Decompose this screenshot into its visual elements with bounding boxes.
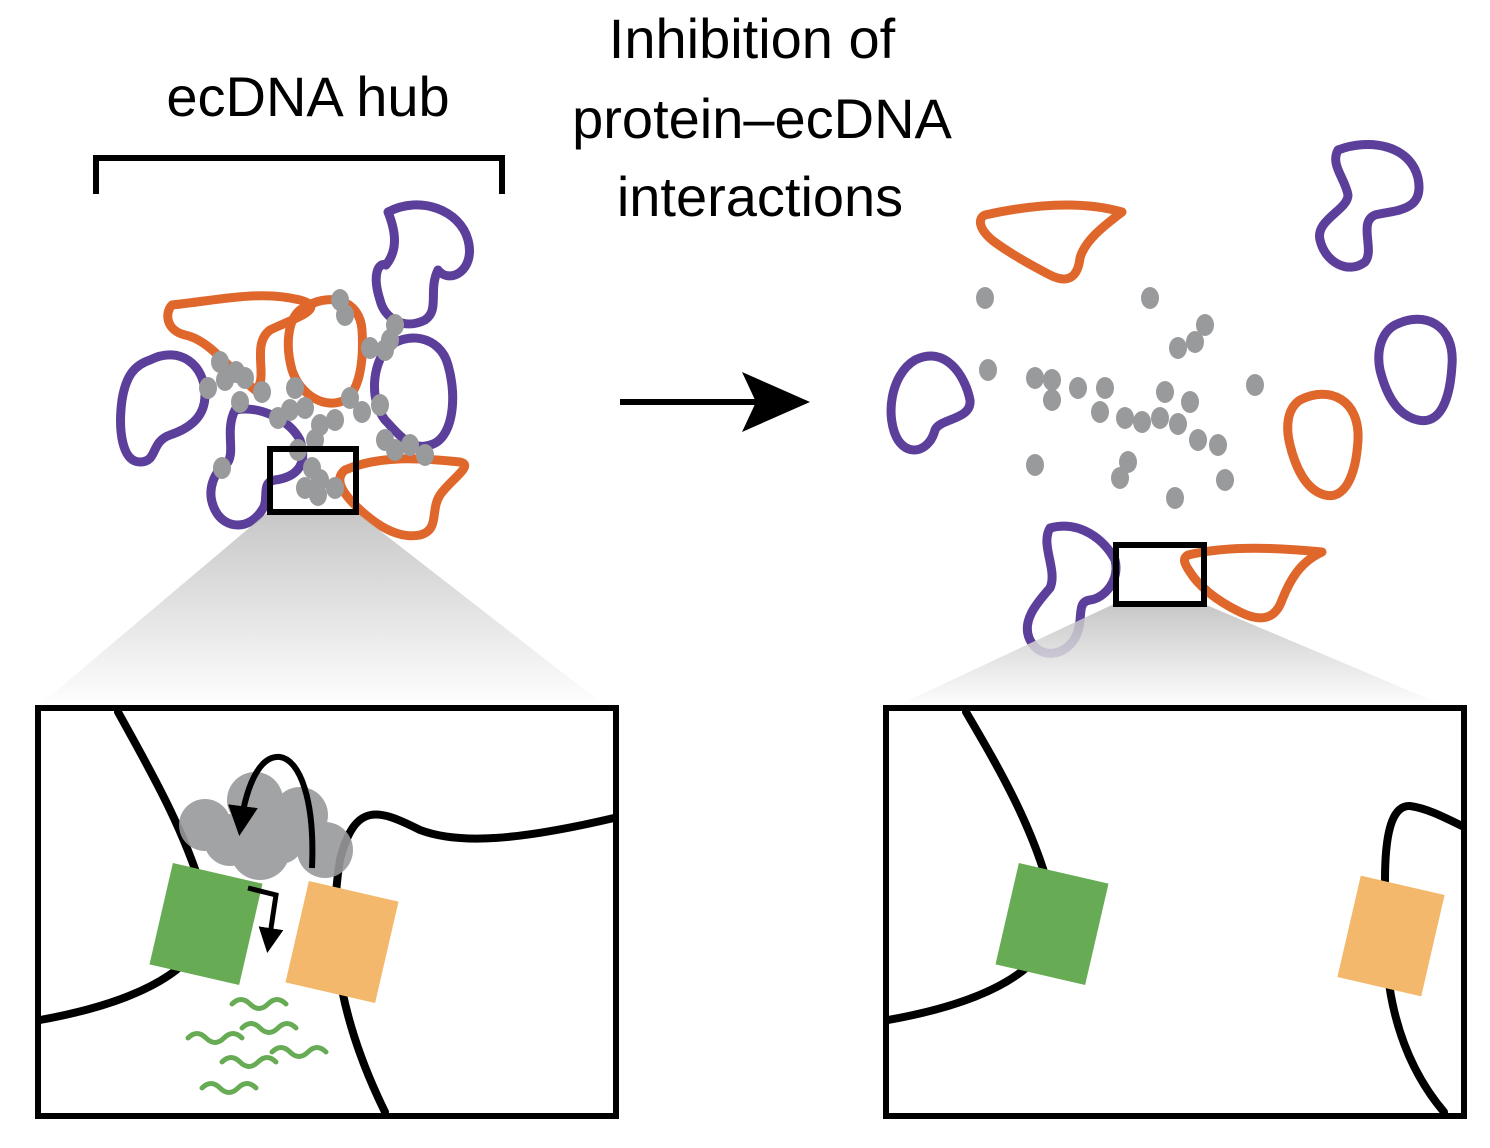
protein-dot [296, 397, 314, 419]
protein-dot [361, 337, 379, 359]
inset-panel-left [35, 705, 619, 1119]
protein-dot [199, 377, 217, 399]
curved-arrow-icon [228, 754, 316, 869]
protein-dot [341, 387, 359, 409]
protein-dot [306, 429, 324, 451]
transcript-waves [185, 997, 329, 1095]
protein-dot [1026, 367, 1044, 389]
gene-orange-right [1337, 875, 1445, 997]
protein-dot [1151, 407, 1169, 429]
protein-dot [386, 439, 404, 461]
protein-dot [1111, 467, 1129, 489]
inset-panel-right [883, 705, 1467, 1119]
protein-dot [211, 351, 229, 373]
zoom-selection-box-right [1113, 542, 1207, 607]
treatment-label: Inhibition of protein–ecDNA interactions [572, 7, 952, 228]
protein-dot [1069, 377, 1087, 399]
protein-dot [296, 477, 314, 499]
protein-dot [269, 407, 287, 429]
protein-dot [1246, 374, 1264, 396]
ecdna-hub-cluster [116, 200, 474, 541]
hub-bracket [93, 155, 505, 194]
protein-dot [979, 359, 997, 381]
protein-dot [1116, 407, 1134, 429]
zoom-projection-left [36, 512, 608, 708]
protein-dot [1133, 411, 1151, 433]
gene-green-left [149, 862, 263, 986]
protein-dot [336, 304, 354, 326]
protein-dot [376, 339, 394, 361]
protein-dot [216, 369, 234, 391]
protein-dot [253, 381, 271, 403]
protein-dot [1141, 287, 1159, 309]
protein-dot [326, 477, 344, 499]
protein-dot [286, 377, 304, 399]
gene-orange-left [285, 880, 399, 1004]
protein-dot [1096, 377, 1114, 399]
protein-dot [1166, 487, 1184, 509]
zoom-selection-box-left [267, 446, 359, 515]
protein-dot [231, 391, 249, 413]
zoom-projection-right [892, 604, 1450, 708]
treatment-label-line2: protein–ecDNA [572, 87, 952, 150]
ecdna-orange-loops-dispersed [975, 200, 1363, 623]
protein-dot-group-left [199, 289, 434, 506]
protein-dot [1189, 429, 1207, 451]
protein-dot [236, 367, 254, 389]
protein-dot [1091, 401, 1109, 423]
protein-dot [1169, 413, 1187, 435]
protein-dot [1169, 337, 1187, 359]
protein-dot [1043, 369, 1061, 391]
protein-dot [1119, 451, 1137, 473]
protein-dot [1186, 331, 1204, 353]
protein-dot [1181, 391, 1199, 413]
protein-dot [1216, 469, 1234, 491]
protein-dot [1209, 434, 1227, 456]
treatment-label-line3: interactions [617, 165, 903, 228]
protein-dot [353, 401, 371, 423]
protein-dot [401, 434, 419, 456]
hub-label: ecDNA hub [166, 65, 449, 128]
gene-green-right [995, 862, 1109, 986]
bent-arrow-icon [247, 885, 284, 953]
protein-dot-group-right [976, 287, 1264, 509]
protein-dot [1196, 314, 1214, 336]
protein-dot [326, 409, 344, 431]
protein-dot [371, 394, 389, 416]
protein-dot [416, 444, 434, 466]
ecdna-dispersed [886, 140, 1457, 658]
protein-dot [976, 287, 994, 309]
protein-dot [213, 457, 231, 479]
right-arrow-icon [620, 372, 810, 432]
protein-dot [1156, 381, 1174, 403]
protein-dot [1026, 454, 1044, 476]
protein-dot [1043, 389, 1061, 411]
treatment-label-line1: Inhibition of [609, 7, 896, 70]
